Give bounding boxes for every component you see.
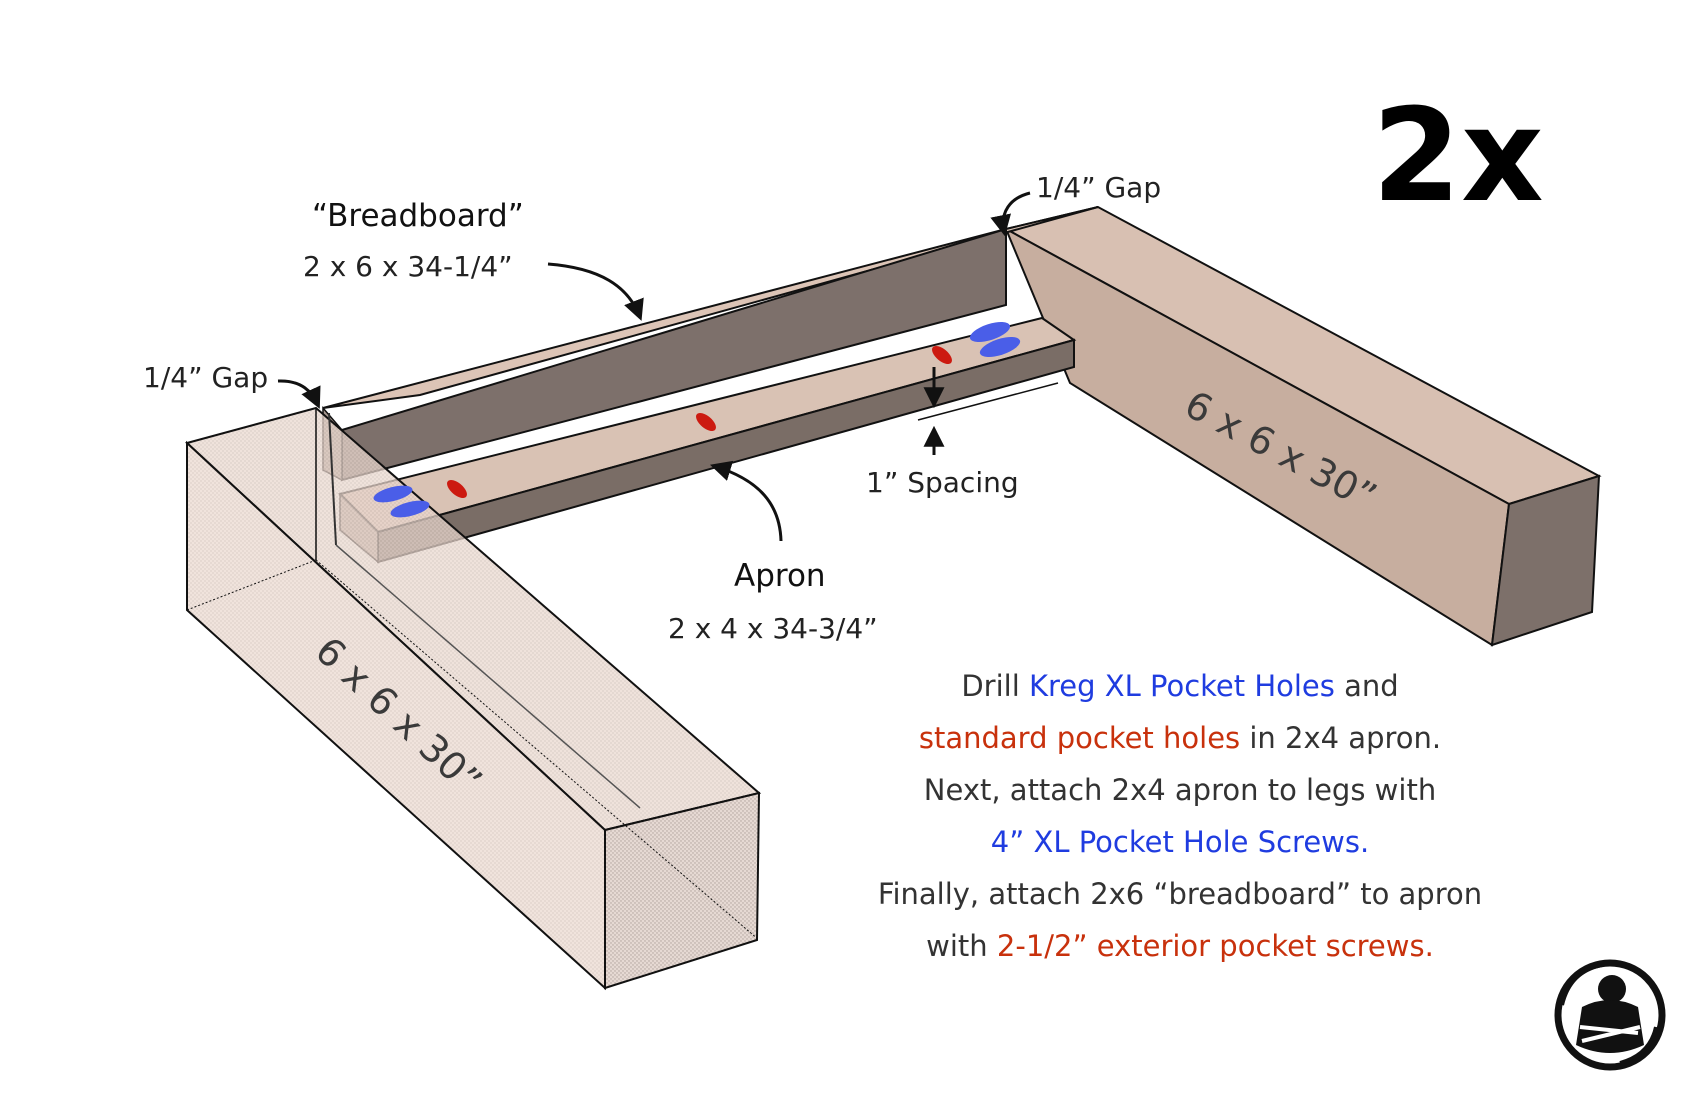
xl-screws-highlight: 4” XL Pocket Hole Screws.: [990, 825, 1370, 859]
breadboard-name: “Breadboard”: [312, 198, 524, 234]
instruction-line-5: Finally, attach 2x6 “breadboard” to apro…: [800, 868, 1560, 920]
gap-left-arrow: [277, 379, 321, 409]
std-hole: [932, 346, 952, 364]
kreg-xl-highlight: Kreg XL Pocket Holes: [1028, 669, 1335, 703]
xl-hole: [373, 485, 413, 503]
apron-name: Apron: [734, 558, 826, 594]
left-leg: [184, 406, 762, 991]
instruction-line-1: Drill Kreg XL Pocket Holes and: [800, 660, 1560, 712]
spacing-dimension: [917, 367, 1059, 455]
gap-top-label: 1/4” Gap: [1036, 171, 1161, 204]
gap-top-arrow: [990, 191, 1031, 237]
exterior-screws-highlight: 2-1/2” exterior pocket screws.: [996, 929, 1434, 963]
right-leg: [1003, 205, 1602, 647]
standard-pocket-holes: [447, 346, 952, 498]
instruction-text: Drill: [961, 669, 1029, 703]
instruction-text: with: [926, 929, 997, 963]
std-hole: [447, 480, 467, 498]
xl-hole: [390, 500, 430, 518]
std-hole: [696, 413, 716, 431]
instruction-line-6: with 2-1/2” exterior pocket screws.: [800, 920, 1560, 972]
woodworker-logo-icon: [1554, 959, 1666, 1071]
apron-arrow: [709, 460, 783, 542]
instructions-block: Drill Kreg XL Pocket Holes and standard …: [800, 660, 1560, 972]
instruction-line-3: Next, attach 2x4 apron to legs with: [800, 764, 1560, 816]
instruction-text: in 2x4 apron.: [1240, 721, 1442, 755]
gap-left-label: 1/4” Gap: [143, 361, 268, 394]
instruction-text: and: [1334, 669, 1399, 703]
spacing-label: 1” Spacing: [866, 466, 1019, 499]
breadboard-arrow: [547, 262, 644, 321]
multiplier-label: 2x: [1372, 82, 1544, 231]
standard-holes-highlight: standard pocket holes: [918, 721, 1241, 755]
instruction-text: Finally, attach 2x6 “breadboard” to apro…: [877, 877, 1483, 911]
breadboard-size: 2 x 6 x 34-1/4”: [303, 250, 513, 283]
instruction-text: Next, attach 2x4 apron to legs with: [923, 773, 1437, 807]
instruction-line-4: 4” XL Pocket Hole Screws.: [800, 816, 1560, 868]
instruction-line-2: standard pocket holes in 2x4 apron.: [800, 712, 1560, 764]
apron-size: 2 x 4 x 34-3/4”: [668, 612, 878, 645]
xl-hole: [979, 336, 1021, 358]
xl-hole: [969, 321, 1011, 343]
xl-pocket-holes: [373, 321, 1021, 518]
